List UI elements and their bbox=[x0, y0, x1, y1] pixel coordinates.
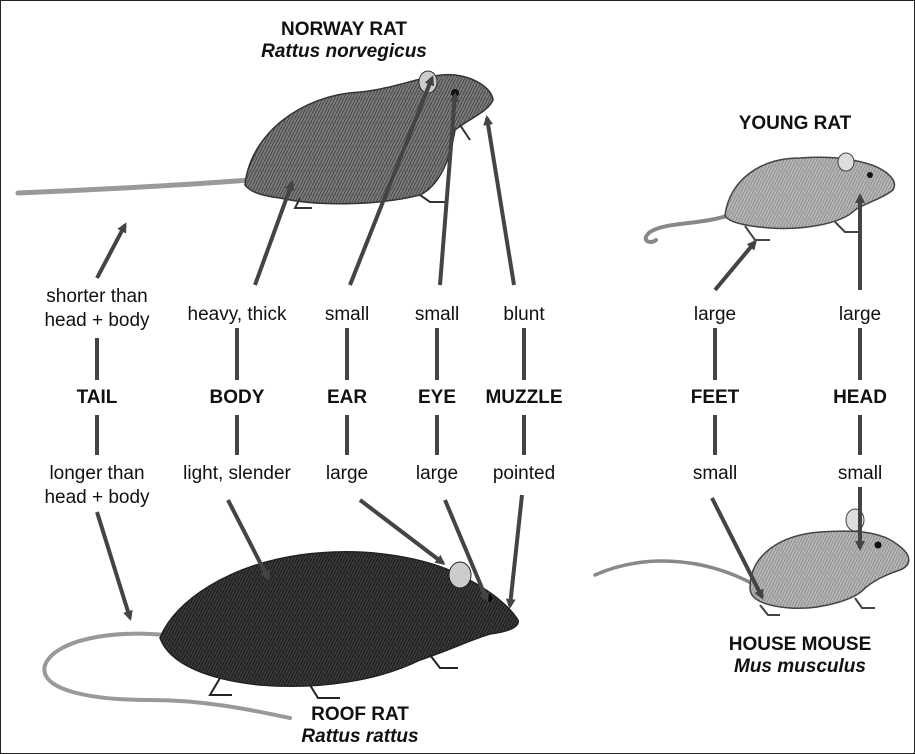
feet-label: FEET bbox=[670, 386, 760, 410]
body-arrow-down bbox=[228, 500, 268, 578]
eye-roof-trait: large bbox=[397, 462, 477, 486]
body-arrow-up bbox=[255, 183, 292, 285]
roof-rat-latin: Rattus rattus bbox=[255, 725, 465, 749]
house-mouse-latin: Mus musculus bbox=[700, 655, 900, 679]
head-label: HEAD bbox=[815, 386, 905, 410]
feet-arrow-up bbox=[715, 242, 755, 290]
norway-rat-latin: Rattus norvegicus bbox=[214, 40, 474, 64]
tail-label: TAIL bbox=[47, 386, 147, 410]
young-rat-title: YOUNG RAT bbox=[700, 112, 890, 136]
eye-label: EYE bbox=[397, 386, 477, 410]
ear-roof-trait: large bbox=[307, 462, 387, 486]
muzzle-roof-trait: pointed bbox=[474, 462, 574, 486]
head-mouse-trait: small bbox=[815, 462, 905, 486]
norway-rat-drawing bbox=[18, 71, 493, 208]
body-label: BODY bbox=[187, 386, 287, 410]
muzzle-arrow-up bbox=[487, 118, 514, 285]
feet-mouse-trait: small bbox=[670, 462, 760, 486]
ear-norway-trait: small bbox=[307, 303, 387, 327]
house-mouse-title: HOUSE MOUSE bbox=[700, 633, 900, 657]
tail-arrow-up bbox=[97, 225, 125, 278]
muzzle-norway-trait: blunt bbox=[474, 303, 574, 327]
roof-rat-title: ROOF RAT bbox=[270, 703, 450, 727]
muzzle-arrow-down bbox=[510, 495, 522, 606]
head-young-trait: large bbox=[815, 303, 905, 327]
tail-arrow-down bbox=[97, 512, 130, 618]
feet-arrow-down bbox=[712, 498, 762, 597]
body-norway-trait: heavy, thick bbox=[167, 303, 307, 327]
muzzle-label: MUZZLE bbox=[469, 386, 579, 410]
tail-roof-trait-line2: head + body bbox=[22, 486, 172, 510]
ear-label: EAR bbox=[307, 386, 387, 410]
tail-norway-trait-line1: shorter than bbox=[22, 285, 172, 309]
tail-norway-trait-line2: head + body bbox=[22, 309, 172, 333]
eye-norway-trait: small bbox=[397, 303, 477, 327]
young-rat-drawing bbox=[646, 153, 895, 242]
body-roof-trait: light, slender bbox=[162, 462, 312, 486]
feet-young-trait: large bbox=[670, 303, 760, 327]
norway-rat-title: NORWAY RAT bbox=[244, 18, 444, 42]
tail-roof-trait-line1: longer than bbox=[22, 462, 172, 486]
